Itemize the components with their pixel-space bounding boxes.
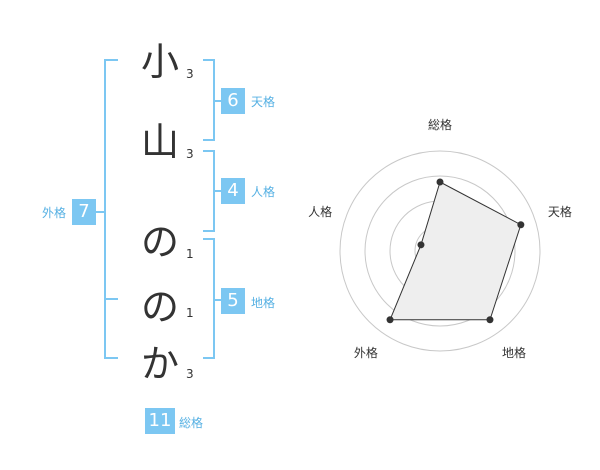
outer-bracket-vertical bbox=[104, 59, 106, 359]
chikaku-badge: 5 bbox=[221, 288, 245, 314]
tenkaku-label: 天格 bbox=[251, 95, 276, 109]
outer-bracket-top bbox=[104, 59, 118, 61]
jinkaku-connector bbox=[213, 190, 221, 192]
soukaku-badge: 11 bbox=[145, 408, 175, 434]
radar-point-0 bbox=[436, 178, 444, 186]
name-char-2: 山 bbox=[140, 120, 179, 164]
jinkaku-bracket-bottom bbox=[203, 230, 215, 232]
chikaku-bracket-bottom bbox=[203, 357, 215, 359]
jinkaku-bracket-top bbox=[203, 150, 215, 152]
tenkaku-bracket-top bbox=[203, 59, 215, 61]
jinkaku-badge: 4 bbox=[221, 178, 245, 204]
stroke-count-2: 3 bbox=[186, 147, 194, 161]
chikaku-label: 地格 bbox=[251, 296, 276, 310]
chikaku-connector bbox=[213, 299, 221, 301]
radar-point-4 bbox=[417, 241, 425, 249]
tenkaku-connector bbox=[213, 100, 221, 102]
outer-bracket-bottom bbox=[104, 357, 118, 359]
jinkaku-label: 人格 bbox=[251, 185, 276, 199]
radar-ring-4 bbox=[339, 150, 541, 352]
radar-shape bbox=[389, 181, 522, 321]
radar-axis-label-2: 地格 bbox=[502, 345, 526, 360]
chikaku-bracket-vertical bbox=[213, 238, 215, 359]
gaikaku-badge: 7 bbox=[72, 199, 96, 225]
radar-axis-label-1: 天格 bbox=[548, 204, 572, 219]
name-char-3: の bbox=[140, 220, 179, 264]
outer-bracket-middle bbox=[104, 298, 118, 300]
stroke-count-1: 3 bbox=[186, 67, 194, 81]
radar-axis-label-0: 総格 bbox=[428, 117, 452, 132]
soukaku-label: 総格 bbox=[179, 416, 204, 430]
chikaku-bracket-top bbox=[203, 238, 215, 240]
tenkaku-bracket-bottom bbox=[203, 139, 215, 141]
outer-bracket-connector bbox=[96, 211, 105, 213]
radar-points bbox=[386, 178, 525, 324]
stroke-count-5: 3 bbox=[186, 367, 194, 381]
radar-point-2 bbox=[486, 316, 494, 324]
stroke-count-4: 1 bbox=[186, 306, 194, 320]
radar-point-3 bbox=[386, 316, 394, 324]
radar-axis-label-4: 人格 bbox=[308, 204, 332, 219]
gaikaku-label: 外格 bbox=[42, 206, 67, 220]
radar-ring-3 bbox=[364, 175, 516, 327]
name-char-4: の bbox=[140, 285, 179, 329]
tenkaku-badge: 6 bbox=[221, 88, 245, 114]
radar-axis-label-3: 外格 bbox=[354, 345, 378, 360]
name-char-1: 小 bbox=[140, 40, 179, 84]
radar-point-1 bbox=[517, 221, 525, 229]
name-char-5: か bbox=[140, 342, 179, 386]
stroke-count-3: 1 bbox=[186, 247, 194, 261]
